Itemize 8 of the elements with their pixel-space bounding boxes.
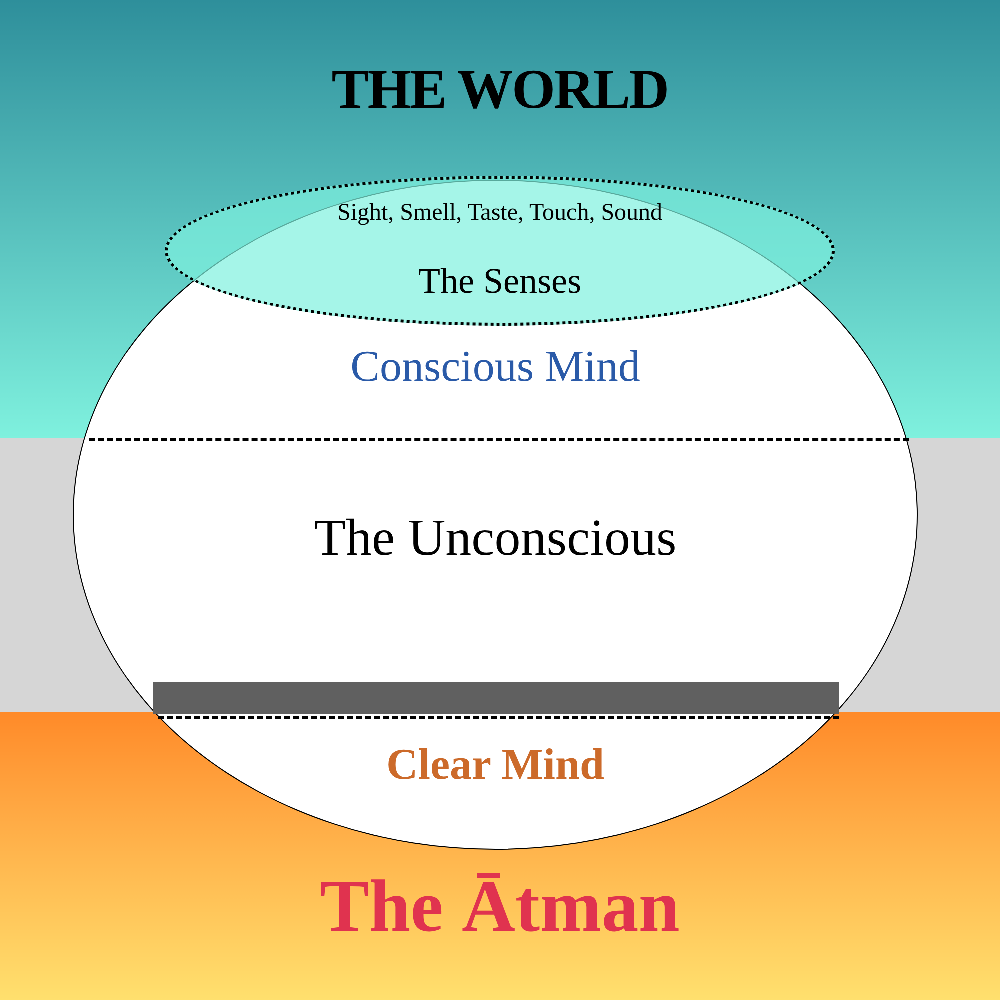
region-label: The Senses xyxy=(418,263,582,299)
band-title: THE WORLD xyxy=(332,62,668,118)
region-label: The Unconscious xyxy=(314,513,677,565)
region-label: Clear Mind xyxy=(386,743,604,787)
region-label: Conscious Mind xyxy=(350,345,640,389)
senses-list: Sight, Smell, Taste, Touch, Sound xyxy=(337,201,663,225)
band-title: The Ātman xyxy=(320,870,680,944)
barrier-bar xyxy=(153,682,839,714)
